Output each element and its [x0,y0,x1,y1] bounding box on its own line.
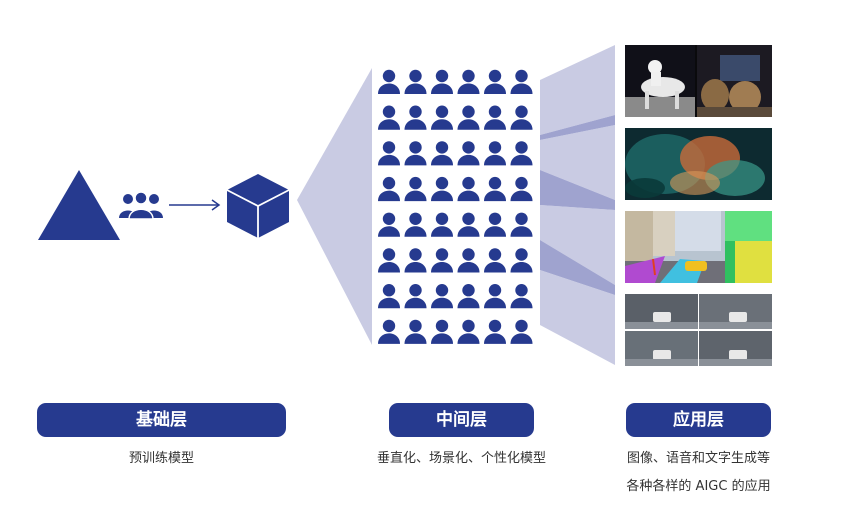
person-icon [431,141,453,166]
person-icon [510,284,533,309]
person-icon [431,319,453,344]
users-group-icon [119,191,163,220]
person-icon [457,319,480,344]
person-icon [457,141,480,166]
person-icon [431,69,453,94]
astronaut-horse-image [625,45,772,117]
person-icon [378,212,400,237]
person-icon [378,69,400,94]
driving-scenes-image [625,294,772,366]
person-icon [431,105,453,130]
person-icon [484,248,506,273]
right-funnel-overlap-1 [540,115,615,140]
abstract-art-image [625,128,772,200]
person-icon [378,319,400,344]
right-funnel-band-3 [540,205,615,285]
person-icon [457,248,480,273]
person-icon [484,105,506,130]
person-icon [510,319,533,344]
person-icon [457,284,480,309]
person-icon [378,141,400,166]
application-layer-caption-line-1: 图像、语音和文字生成等 [626,451,770,466]
person-icon [378,176,400,202]
person-icon [404,248,427,273]
person-icon [484,319,506,344]
person-icon [431,212,453,237]
person-icon [404,105,427,130]
application-layer-label: 应用层 [626,403,771,437]
person-icon [457,105,480,130]
person-icon [431,248,453,273]
person-icon [510,69,533,94]
application-layer-caption-line-2: 各种各样的 AIGC 的应用 [626,479,771,494]
middle-layer-label: 中间层 [389,403,534,437]
person-icon [457,176,480,202]
right-funnel-band-2 [540,125,615,200]
person-icon [457,212,480,237]
cube-icon [226,174,290,238]
right-funnel-band-4 [540,270,615,365]
person-icon [404,176,427,202]
street-scene-image [625,211,772,283]
person-icon [431,176,453,202]
middle-layer-caption: 垂直化、场景化、个性化模型 [376,451,546,466]
base-layer-caption: 预训练模型 [128,451,194,466]
person-icon [404,284,427,309]
person-icon [378,248,400,273]
person-icon [378,284,400,309]
person-icon [404,212,427,237]
right-funnel-overlap-3 [540,240,615,295]
right-funnel-band-1 [540,45,615,135]
person-icon [378,105,400,130]
person-icon [484,141,506,166]
person-icon [510,176,533,202]
person-icon [484,176,506,202]
person-icon [510,141,533,166]
person-icon [431,284,453,309]
person-icon [404,141,427,166]
person-icon [484,212,506,237]
person-icon [510,105,533,130]
person-icon [404,69,427,94]
person-icon [404,319,427,344]
person-icon [510,212,533,237]
person-icon [484,284,506,309]
person-grid [376,68,538,348]
left-funnel [297,68,372,345]
arrow-right-icon [169,199,221,211]
person-icon [510,248,533,273]
person-icon [484,69,506,94]
right-funnel-overlap-2 [540,170,615,210]
triangle-icon [38,170,120,240]
base-layer-label: 基础层 [37,403,286,437]
person-icon [457,69,480,94]
